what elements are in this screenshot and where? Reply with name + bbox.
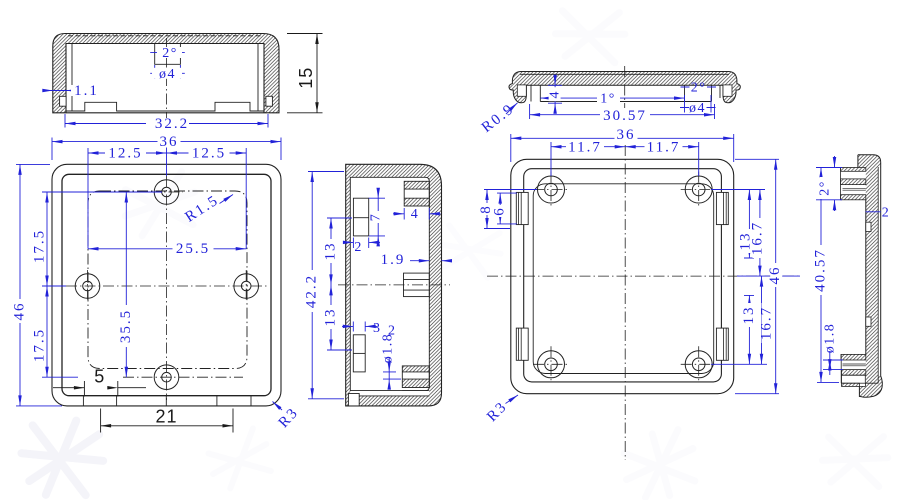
svg-text:16.7: 16.7: [759, 306, 775, 340]
svg-text:46: 46: [767, 266, 783, 285]
svg-text:13: 13: [323, 242, 339, 261]
svg-text:8: 8: [478, 204, 494, 214]
svg-text:13: 13: [323, 308, 339, 327]
svg-text:2: 2: [354, 240, 363, 255]
svg-text:17.5: 17.5: [32, 328, 48, 362]
svg-text:1°: 1°: [600, 92, 616, 107]
svg-text:36: 36: [617, 127, 636, 143]
svg-text:7: 7: [369, 213, 384, 222]
svg-text:42.2: 42.2: [304, 274, 320, 308]
svg-text:16.7: 16.7: [750, 221, 766, 255]
svg-text:30.57: 30.57: [603, 108, 647, 124]
svg-text:4: 4: [411, 207, 420, 222]
svg-text:17.5: 17.5: [32, 229, 48, 263]
svg-text:ø4: ø4: [159, 67, 176, 82]
svg-text:25.5: 25.5: [176, 241, 210, 257]
svg-text:11.7: 11.7: [568, 140, 602, 156]
svg-text:2°: 2°: [818, 180, 833, 196]
svg-text:4: 4: [548, 90, 563, 99]
svg-text:2: 2: [882, 206, 891, 221]
svg-text:1.1: 1.1: [74, 83, 99, 99]
svg-text:13: 13: [738, 232, 754, 251]
svg-text:12.5: 12.5: [192, 146, 226, 162]
svg-text:35.5: 35.5: [118, 309, 134, 343]
svg-text:12.5: 12.5: [108, 146, 142, 162]
svg-text:6: 6: [492, 206, 508, 216]
svg-text:5: 5: [94, 367, 105, 387]
svg-text:3: 3: [373, 321, 382, 336]
svg-text:40.57: 40.57: [813, 248, 829, 292]
svg-text:1.9: 1.9: [381, 252, 406, 268]
svg-text:2°: 2°: [691, 81, 707, 96]
svg-text:32.2: 32.2: [155, 116, 189, 132]
svg-text:ø4: ø4: [689, 101, 706, 116]
svg-text:ø1.8: ø1.8: [823, 323, 838, 354]
svg-text:2: 2: [388, 324, 397, 339]
svg-text:36: 36: [160, 134, 179, 150]
svg-text:21: 21: [155, 407, 177, 427]
svg-text:15: 15: [296, 67, 316, 89]
svg-text:ø1.8: ø1.8: [380, 333, 395, 364]
svg-text:2°: 2°: [162, 46, 178, 61]
svg-text:46: 46: [12, 302, 28, 321]
svg-text:11.7: 11.7: [647, 140, 681, 156]
svg-text:13: 13: [741, 306, 757, 325]
